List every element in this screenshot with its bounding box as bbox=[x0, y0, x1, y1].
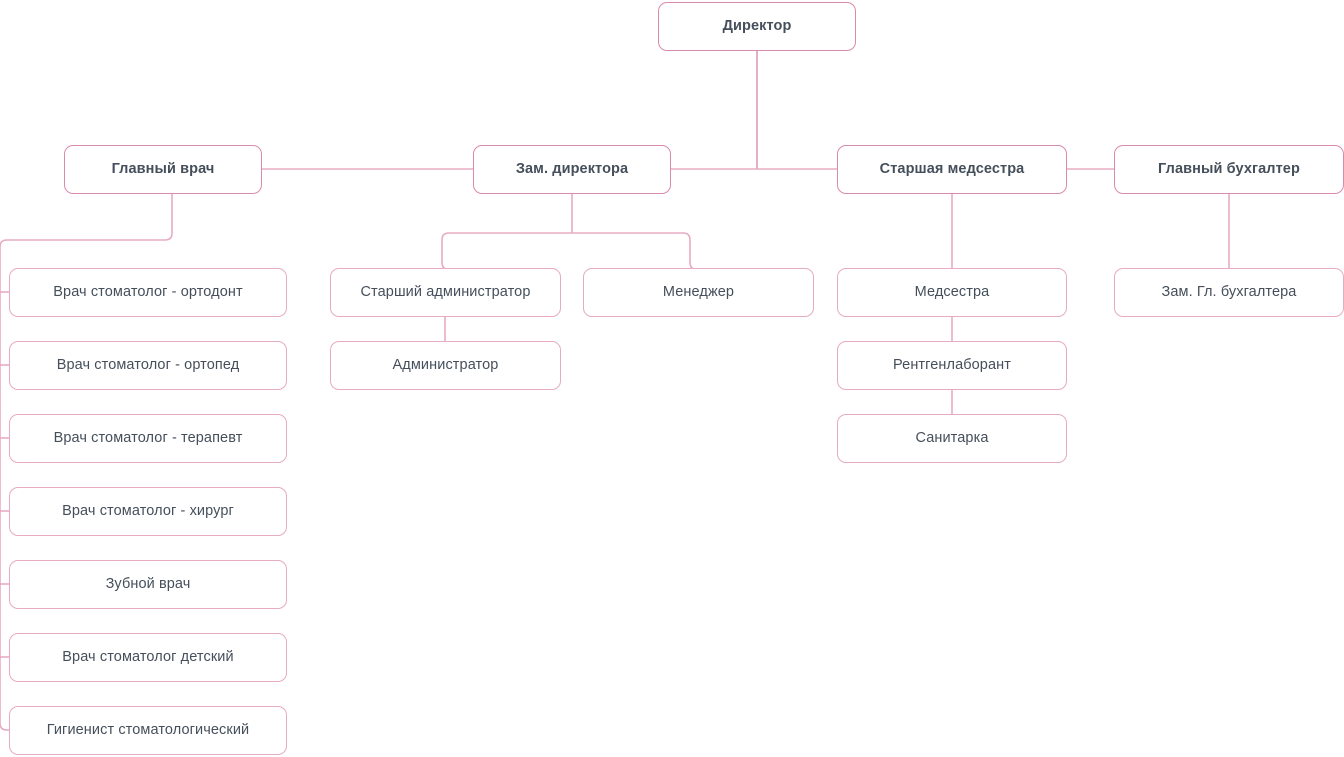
connector-deputy-bus-left bbox=[441, 232, 572, 269]
org-node-surgeon[interactable]: Врач стоматолог - хирург bbox=[9, 487, 287, 536]
org-node-nurse[interactable]: Медсестра bbox=[837, 268, 1067, 317]
org-node-label: Санитарка bbox=[915, 429, 989, 446]
org-node-dentist[interactable]: Зубной врач bbox=[9, 560, 287, 609]
org-node-label: Медсестра bbox=[914, 283, 990, 300]
org-node-admin[interactable]: Администратор bbox=[330, 341, 561, 390]
org-node-label: Врач стоматолог - ортодонт bbox=[53, 283, 243, 300]
org-node-label: Рентгенлаборант bbox=[893, 356, 1011, 373]
org-node-label: Врач стоматолог - ортопед bbox=[56, 356, 240, 373]
org-node-label: Администратор bbox=[392, 356, 499, 373]
org-node-label: Зам. Гл. бухгалтера bbox=[1161, 283, 1297, 300]
org-node-chief-account[interactable]: Главный бухгалтер bbox=[1114, 145, 1344, 194]
org-node-manager[interactable]: Менеджер bbox=[583, 268, 814, 317]
org-node-therapist[interactable]: Врач стоматолог - терапевт bbox=[9, 414, 287, 463]
org-node-label: Гигиенист стоматологический bbox=[46, 721, 250, 738]
org-node-pediatric[interactable]: Врач стоматолог детский bbox=[9, 633, 287, 682]
org-node-label: Врач стоматолог - хирург bbox=[62, 502, 234, 519]
org-node-label: Врач стоматолог - терапевт bbox=[53, 429, 243, 446]
org-node-label: Главный врач bbox=[111, 160, 215, 177]
org-node-senior-admin[interactable]: Старший администратор bbox=[330, 268, 561, 317]
org-node-deputy-director[interactable]: Зам. директора bbox=[473, 145, 671, 194]
org-node-deputy-account[interactable]: Зам. Гл. бухгалтера bbox=[1114, 268, 1344, 317]
org-node-label: Менеджер bbox=[662, 283, 735, 300]
connector-deputy-bus-right bbox=[572, 232, 694, 269]
org-node-label: Врач стоматолог детский bbox=[62, 648, 234, 665]
org-node-label: Зубной врач bbox=[105, 575, 191, 592]
org-node-chief-doctor[interactable]: Главный врач bbox=[64, 145, 262, 194]
org-node-head-nurse[interactable]: Старшая медсестра bbox=[837, 145, 1067, 194]
org-node-orderly[interactable]: Санитарка bbox=[837, 414, 1067, 463]
org-node-hygienist[interactable]: Гигиенист стоматологический bbox=[9, 706, 287, 755]
org-node-label: Старшая медсестра bbox=[879, 160, 1025, 177]
org-node-label: Старший администратор bbox=[360, 283, 531, 300]
org-node-xray-tech[interactable]: Рентгенлаборант bbox=[837, 341, 1067, 390]
org-node-orthopedist[interactable]: Врач стоматолог - ортопед bbox=[9, 341, 287, 390]
org-node-label: Зам. директора bbox=[515, 160, 629, 177]
org-node-label: Директор bbox=[722, 17, 792, 34]
org-node-director[interactable]: Директор bbox=[658, 2, 856, 51]
org-node-label: Главный бухгалтер bbox=[1158, 160, 1300, 177]
org-node-orthodontist[interactable]: Врач стоматолог - ортодонт bbox=[9, 268, 287, 317]
